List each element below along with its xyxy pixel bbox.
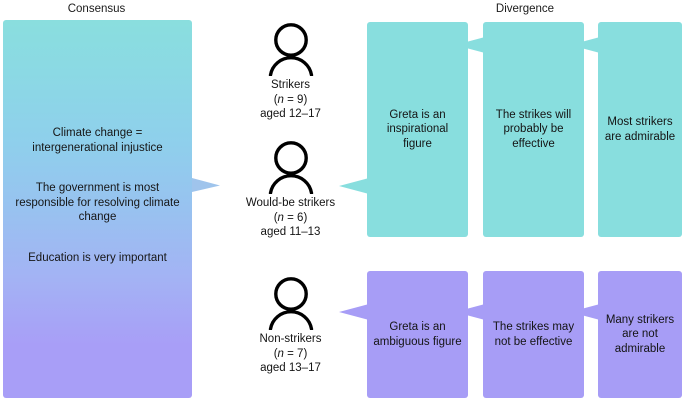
participant-group-count: (n = 7) [273,347,308,360]
consensus-column-header: Consensus [67,3,126,15]
consensus-statement: Climate change = intergenerational injus… [32,127,163,154]
participant-group-age: aged 11–13 [260,226,321,238]
n-value: = 7) [283,347,308,360]
participant-group-name: Non-strikers [259,333,322,345]
divergence-box-purple-effectiveness: The strikes may not be effective [483,271,584,398]
participant-group-age: aged 12–17 [260,108,321,120]
participant-group-strikers: Strikers (n = 9) aged 12–17 [218,22,363,122]
n-symbol: n [277,93,284,106]
n-symbol: n [277,347,284,360]
divergence-box-text: Most strikers are admirable [604,116,676,143]
divergence-box-purple-admirability: Many strikers are not admirable [598,271,682,398]
consensus-panel: Climate change = intergenerational injus… [3,20,192,398]
participant-group-would-be-strikers: Would-be strikers (n = 6) aged 11–13 [218,140,363,240]
participant-group-count: (n = 6) [273,211,308,224]
participant-group-non-strikers: Non-strikers (n = 7) aged 13–17 [218,276,363,376]
participant-group-name: Would-be strikers [245,197,336,209]
person-icon [268,277,313,330]
divergence-box-text: The strikes may not be effective [492,321,575,348]
divergence-box-text: The strikes will probably be effective [495,108,572,150]
divergence-box-teal-greta: Greta is an inspirational figure [367,22,468,237]
n-value: = 6) [283,211,308,224]
consensus-to-people-arrow-icon [192,178,220,192]
divergence-box-text: Many strikers are not admirable [605,313,675,355]
person-icon [268,141,313,194]
consensus-statement: The government is most responsible for r… [15,182,180,223]
participant-group-name: Strikers [271,79,310,91]
divergence-box-teal-effectiveness: The strikes will probably be effective [483,22,584,237]
n-symbol: n [277,211,284,224]
consensus-statement: Education is very important [28,252,167,264]
participant-group-age: aged 13–17 [260,362,321,374]
divergence-box-purple-greta: Greta is an ambiguous figure [367,271,468,398]
participant-group-count: (n = 9) [273,93,308,106]
divergence-box-text: Greta is an ambiguous figure [373,321,462,348]
divergence-box-teal-admirability: Most strikers are admirable [598,22,682,237]
divergence-box-text: Greta is an inspirational figure [386,108,449,150]
person-icon [268,23,313,76]
n-value: = 9) [283,93,308,106]
divergence-column-header: Divergence [495,3,555,15]
